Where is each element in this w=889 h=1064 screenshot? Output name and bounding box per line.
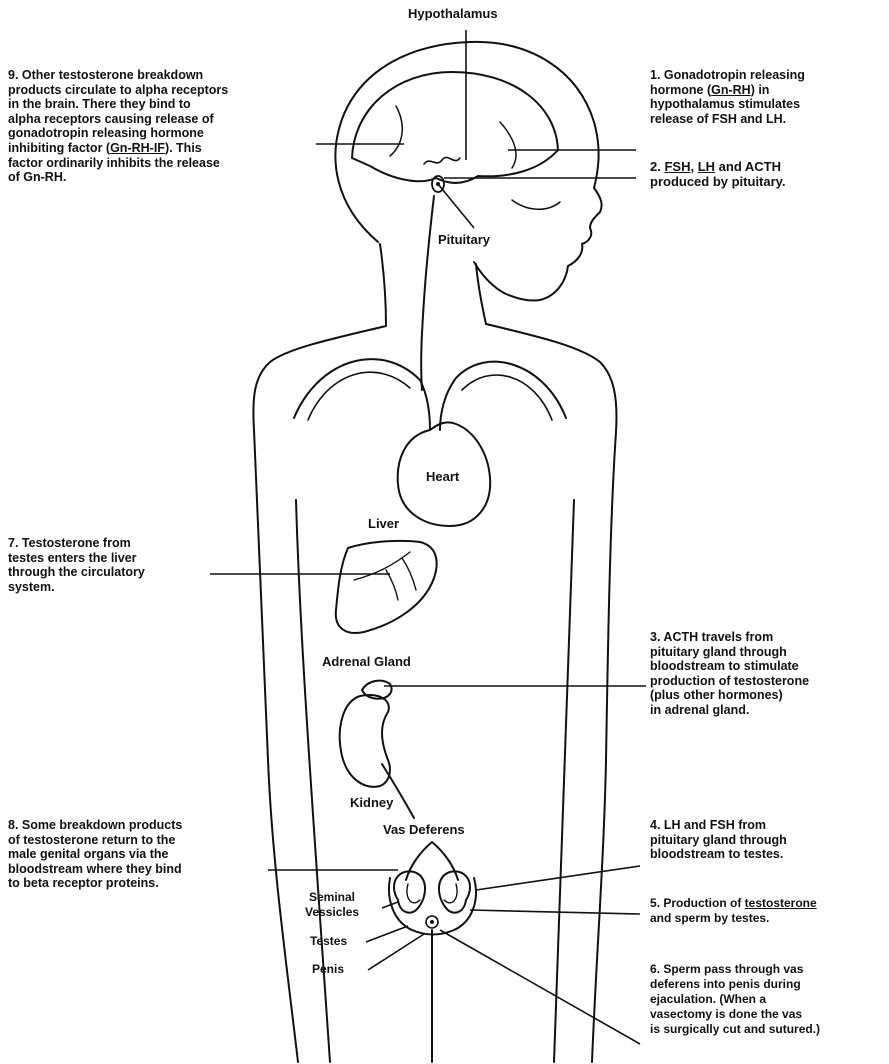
- note-2: 2. FSH, LH and ACTH produced by pituitar…: [650, 160, 786, 189]
- label-testes: Testes: [310, 934, 347, 949]
- label-heart: Heart: [426, 469, 459, 484]
- leader-note-4: [476, 866, 640, 890]
- note-3-line: in adrenal gland.: [650, 703, 809, 718]
- blood-vessel: [421, 196, 434, 390]
- testosterone-term: testosterone: [745, 896, 817, 910]
- note-8-line: male genital organs via the: [8, 847, 182, 862]
- note-6-line: deferens into penis during: [650, 977, 820, 992]
- note-1: 1. Gonadotropin releasing hormone (Gn-RH…: [650, 68, 805, 126]
- note-6: 6. Sperm pass through vas deferens into …: [650, 962, 820, 1037]
- brain-outline: [352, 72, 558, 183]
- label-penis: Penis: [312, 962, 344, 977]
- label-adrenal-gland: Adrenal Gland: [322, 654, 411, 669]
- note-9-line: of Gn-RH.: [8, 170, 228, 185]
- gn-rh-if-term: Gn-RH-IF: [110, 141, 165, 155]
- liver-vessels: [354, 552, 416, 600]
- note-4: 4. LH and FSH from pituitary gland throu…: [650, 818, 787, 862]
- note-9-line: 9. Other testosterone breakdown: [8, 68, 228, 83]
- note-2-line: 2. FSH, LH and ACTH: [650, 160, 786, 175]
- note-9-line: alpha receptors causing release of: [8, 112, 228, 127]
- note-7-line: 7. Testosterone from: [8, 536, 145, 551]
- note-1-line: hormone (Gn-RH) in: [650, 83, 805, 98]
- note-6-line: 6. Sperm pass through vas: [650, 962, 820, 977]
- seminal-vesicle-left: [394, 871, 425, 912]
- note-4-line: pituitary gland through: [650, 833, 787, 848]
- note-9-line: factor ordinarily inhibits the release: [8, 156, 228, 171]
- leader-pituitary: [438, 184, 474, 228]
- label-seminal-2: Vessicles: [305, 905, 359, 920]
- brain-fold: [390, 106, 402, 156]
- note-8: 8. Some breakdown products of testostero…: [8, 818, 182, 891]
- genital-outline: [389, 878, 476, 935]
- hypothalamus-squiggle: [424, 157, 460, 164]
- note-4-line: 4. LH and FSH from: [650, 818, 787, 833]
- brain-fold-2: [500, 122, 516, 168]
- note-7: 7. Testosterone from testes enters the l…: [8, 536, 145, 594]
- vas-deferens-organ: [406, 842, 458, 880]
- note-5-line: 5. Production of testosterone: [650, 896, 817, 911]
- note-8-line: of testosterone return to the: [8, 833, 182, 848]
- note-7-line: testes enters the liver: [8, 551, 145, 566]
- note-9-line: products circulate to alpha receptors: [8, 83, 228, 98]
- eye: [512, 200, 560, 209]
- note-3-line: bloodstream to stimulate: [650, 659, 809, 674]
- note-3-line: pituitary gland through: [650, 645, 809, 660]
- label-liver: Liver: [368, 516, 399, 531]
- note-1-line: hypothalamus stimulates: [650, 97, 805, 112]
- note-6-line: is surgically cut and sutured.): [650, 1022, 820, 1037]
- note-9: 9. Other testosterone breakdown products…: [8, 68, 228, 185]
- kidney-organ: [340, 695, 390, 787]
- label-seminal-1: Seminal: [309, 890, 355, 905]
- note-8-line: to beta receptor proteins.: [8, 876, 182, 891]
- liver-organ: [336, 541, 437, 633]
- vesicle-inner: [407, 884, 457, 903]
- label-vas-deferens: Vas Deferens: [383, 822, 465, 837]
- note-6-line: ejaculation. (When a: [650, 992, 820, 1007]
- label-kidney: Kidney: [350, 795, 393, 810]
- great-arteries: [294, 359, 566, 430]
- arm-line-right: [554, 500, 574, 1062]
- arm-line-left: [296, 500, 330, 1062]
- note-8-line: 8. Some breakdown products: [8, 818, 182, 833]
- note-8-line: bloodstream where they bind: [8, 862, 182, 877]
- seminal-vesicle-right: [439, 871, 470, 912]
- head-outline: [335, 42, 601, 301]
- note-7-line: through the circulatory: [8, 565, 145, 580]
- note-3: 3. ACTH travels from pituitary gland thr…: [650, 630, 809, 718]
- leader-testes: [366, 926, 408, 942]
- note-9-line: in the brain. There they bind to: [8, 97, 228, 112]
- leader-penis: [368, 934, 424, 970]
- note-3-line: production of testosterone: [650, 674, 809, 689]
- leader-note-5: [470, 910, 640, 914]
- note-1-line: release of FSH and LH.: [650, 112, 805, 127]
- note-4-line: bloodstream to testes.: [650, 847, 787, 862]
- note-3-line: 3. ACTH travels from: [650, 630, 809, 645]
- note-5-line: and sperm by testes.: [650, 911, 817, 926]
- note-1-line: 1. Gonadotropin releasing: [650, 68, 805, 83]
- leader-note-6: [440, 930, 640, 1044]
- note-3-line: (plus other hormones): [650, 688, 809, 703]
- note-6-line: vasectomy is done the vas: [650, 1007, 820, 1022]
- torso-right: [486, 324, 616, 1062]
- label-hypothalamus: Hypothalamus: [408, 6, 498, 21]
- note-5: 5. Production of testosterone and sperm …: [650, 896, 817, 925]
- label-pituitary: Pituitary: [438, 232, 490, 247]
- note-9-line: inhibiting factor (Gn-RH-IF). This: [8, 141, 228, 156]
- neck-left: [380, 244, 386, 326]
- note-9-line: gonadotropin releasing hormone: [8, 126, 228, 141]
- note-7-line: system.: [8, 580, 145, 595]
- note-2-line: produced by pituitary.: [650, 175, 786, 190]
- gn-rh-term: Gn-RH: [711, 83, 751, 97]
